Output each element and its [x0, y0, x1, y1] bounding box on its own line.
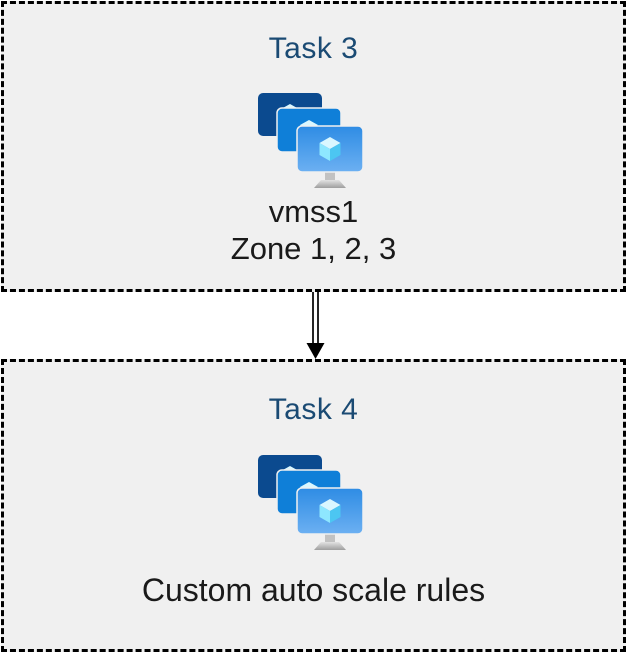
vmss-name-label: vmss1 [268, 194, 359, 229]
task4-caption: Custom auto scale rules [142, 570, 485, 610]
task3-title: Task 3 [268, 32, 359, 65]
autoscale-rules-label: Custom auto scale rules [141, 572, 486, 608]
zones-label: Zone 1, 2, 3 [230, 231, 397, 266]
down-arrow-connector [306, 292, 325, 359]
task3-caption: vmss1 Zone 1, 2, 3 [231, 193, 396, 267]
task4-box: Task 4 Custom auto scale rules [1, 359, 626, 652]
vm-scale-set-icon [256, 92, 370, 189]
task3-box: Task 3 vmss1 Zone 1, 2, 3 [1, 1, 626, 292]
vm-scale-set-icon [256, 454, 370, 551]
task4-title: Task 4 [268, 393, 359, 426]
